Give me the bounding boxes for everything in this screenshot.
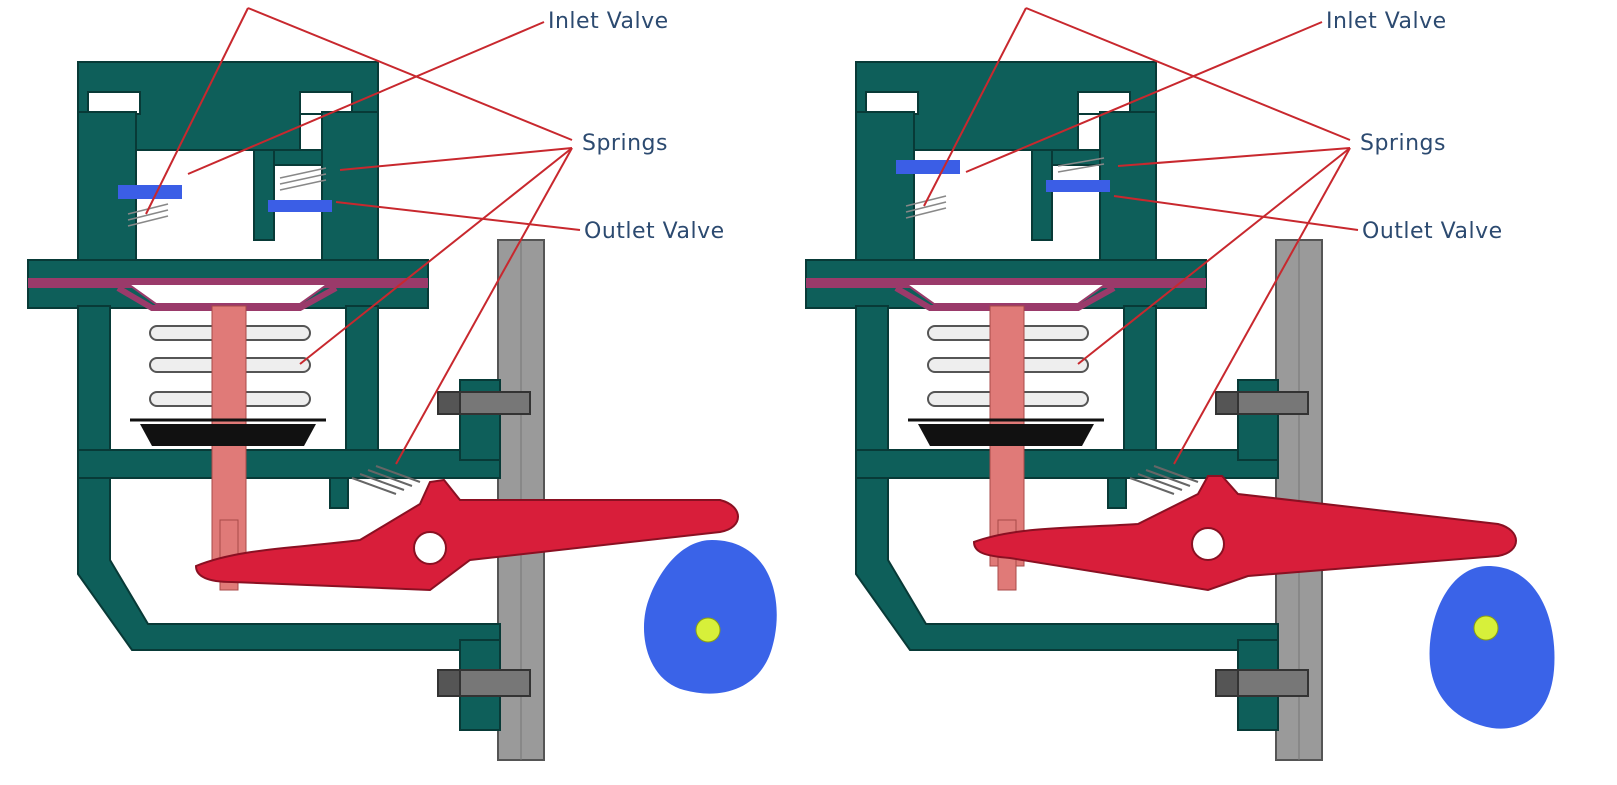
cam-left [643,540,777,694]
rocker-lever-left [194,478,739,592]
outlet-spring-left [279,167,327,191]
outlet-valve-label-left: Outlet Valve [584,219,725,244]
leader-lines-left [145,7,581,465]
lever-pivot-right [1191,527,1225,561]
inlet-valve-label-right: Inlet Valve [1326,9,1447,34]
outlet-spring-right [1057,157,1105,173]
leader-lines-right [923,7,1359,465]
inlet-valve-label-left: Inlet Valve [548,9,669,34]
springs-label-left: Springs [582,131,668,156]
pump-right: Inlet Valve Springs Outlet Valve [806,7,1555,760]
cam-hub-right [1473,615,1499,641]
cam-hub-left [695,617,721,643]
pump-left: Inlet Valve Springs Outlet Valve [28,7,777,760]
rocker-lever-right [972,475,1517,592]
cam-right [1429,566,1555,729]
outlet-valve-left [268,200,332,212]
springs-label-right: Springs [1360,131,1446,156]
outlet-valve-right [1046,180,1110,192]
inlet-valve-left [118,185,182,199]
inlet-valve-right [896,160,960,174]
lever-pivot-left [413,531,447,565]
outlet-valve-label-right: Outlet Valve [1362,219,1503,244]
